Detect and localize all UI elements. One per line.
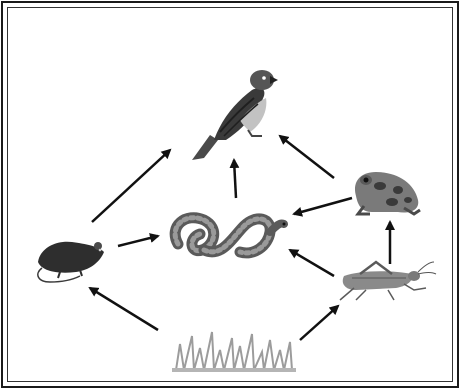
grass-icon (172, 332, 296, 370)
frog-icon (355, 172, 420, 214)
arrow-grasshopper-to-snake (290, 250, 334, 276)
mouse-icon (38, 242, 104, 282)
arrow-mouse-to-hawk (92, 150, 170, 222)
grasshopper-icon (340, 262, 436, 300)
snake-icon (175, 218, 285, 253)
arrow-frog-to-snake (294, 198, 352, 214)
hawk-icon (192, 70, 278, 160)
arrow-snake-to-hawk (234, 160, 236, 198)
arrow-mouse-to-snake (118, 236, 158, 246)
arrow-grass-to-mouse (90, 288, 158, 330)
arrow-grass-to-grasshopper (300, 306, 338, 340)
arrow-frog-to-hawk (280, 136, 334, 178)
